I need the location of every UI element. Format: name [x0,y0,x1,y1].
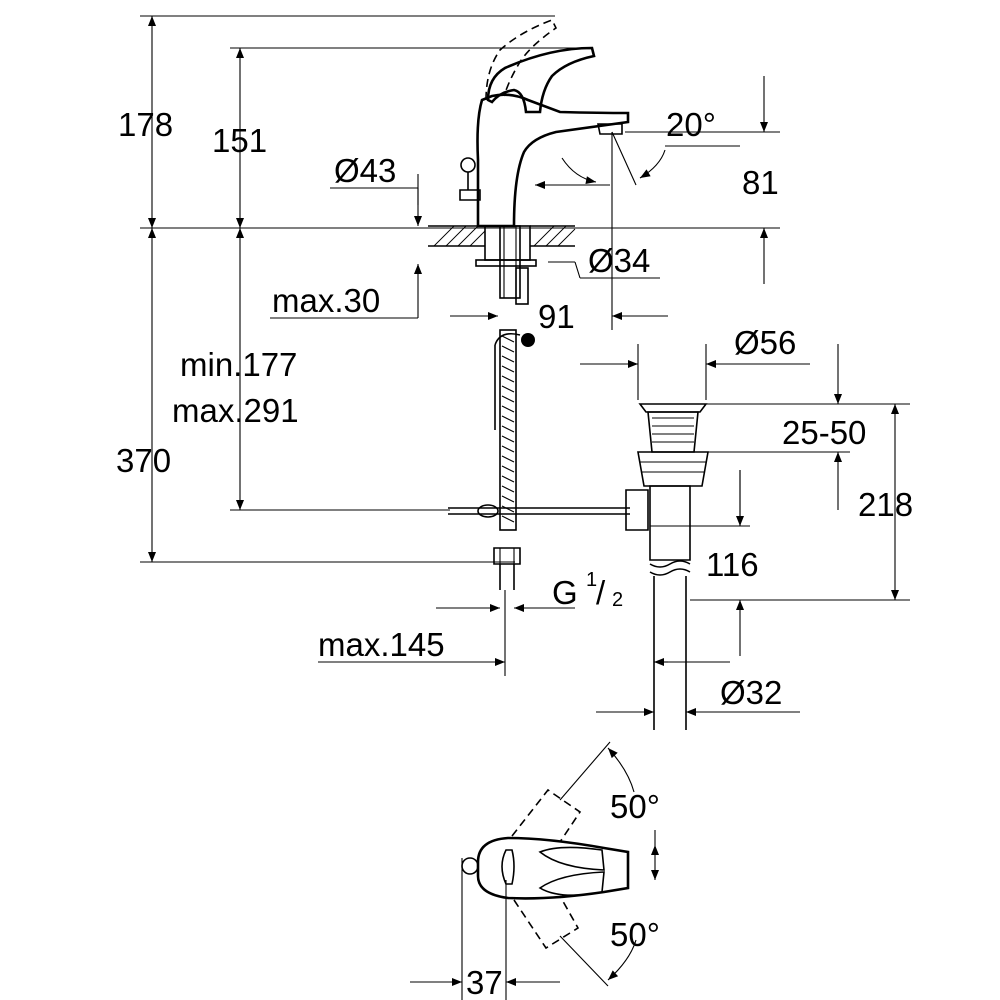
flex-hose [499,329,517,531]
label-max30: max.30 [272,282,380,319]
label-25-50: 25-50 [782,414,866,451]
label-91: 91 [538,298,575,335]
label-50deg-top: 50° [610,788,660,825]
label-min177: min.177 [180,346,297,383]
label-d56: Ø56 [734,324,796,361]
lever-outline [486,46,596,114]
mounting-assembly [448,225,630,590]
lever-raised-outline [485,18,558,101]
label-151: 151 [212,122,267,159]
drain-assembly [625,403,709,730]
label-g: G [552,574,578,611]
label-max291: max.291 [172,392,299,429]
label-g-num: 1 [586,569,597,591]
label-thread-g-half: G 1 / 2 [552,569,623,611]
faucet-side-view [459,18,630,228]
faucet-top-view [410,741,659,1000]
label-50deg-bottom: 50° [610,916,660,953]
label-116: 116 [706,546,759,583]
pop-up-knob [460,157,476,173]
countertop [428,225,576,247]
faucet-body-outline [476,93,630,228]
label-81: 81 [742,164,779,201]
label-37: 37 [466,964,503,1000]
label-218: 218 [858,486,913,523]
aerator [597,123,623,135]
label-370: 370 [116,442,171,479]
label-g-den: 2 [612,589,623,611]
dimension-labels: 178 151 Ø43 20° 81 Ø34 max.30 91 Ø56 min… [116,106,913,1000]
dimensions [140,15,910,716]
svg-text:/: / [596,574,606,611]
label-178: 178 [118,106,173,143]
top-lever-outline [476,836,630,900]
hose-nut [493,547,521,565]
label-d43: Ø43 [334,152,396,189]
label-d32: Ø32 [720,674,782,711]
label-20deg: 20° [666,106,716,143]
label-d34: Ø34 [588,242,650,279]
label-max145: max.145 [318,626,445,663]
